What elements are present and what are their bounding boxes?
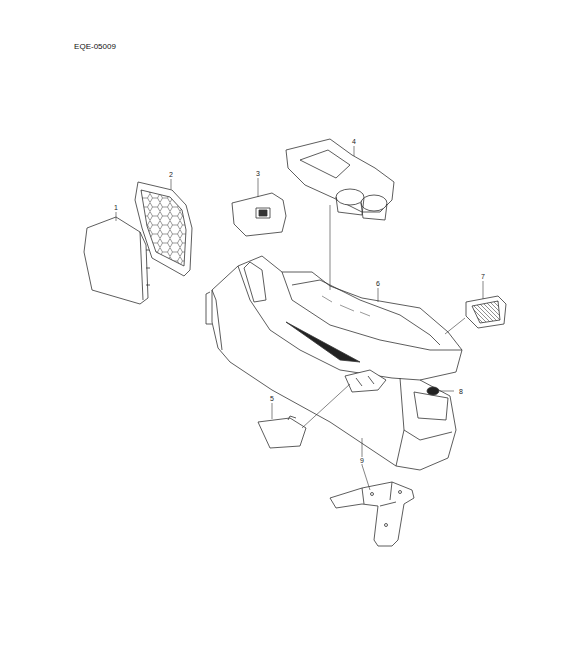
plug	[427, 387, 439, 395]
cup-holder-trim	[286, 139, 394, 220]
callout-number: 6	[375, 280, 381, 287]
drawing-code: EQE-05009	[73, 43, 117, 51]
callout-number: 9	[359, 457, 365, 464]
air-vent	[466, 296, 506, 328]
callout-number: 1	[113, 204, 119, 211]
callout-number: 4	[351, 138, 357, 145]
switch-panel	[232, 193, 286, 236]
callout-number: 2	[168, 171, 174, 178]
leader-lines	[116, 146, 483, 490]
callout-number: 5	[269, 395, 275, 402]
callout-number: 3	[255, 170, 261, 177]
mesh-panel	[135, 182, 192, 276]
center-console	[206, 256, 462, 470]
callout-number: 8	[458, 388, 464, 395]
mounting-bracket	[330, 482, 414, 546]
callout-number: 7	[480, 273, 486, 280]
small-cover	[258, 370, 386, 448]
side-panel	[84, 217, 150, 304]
